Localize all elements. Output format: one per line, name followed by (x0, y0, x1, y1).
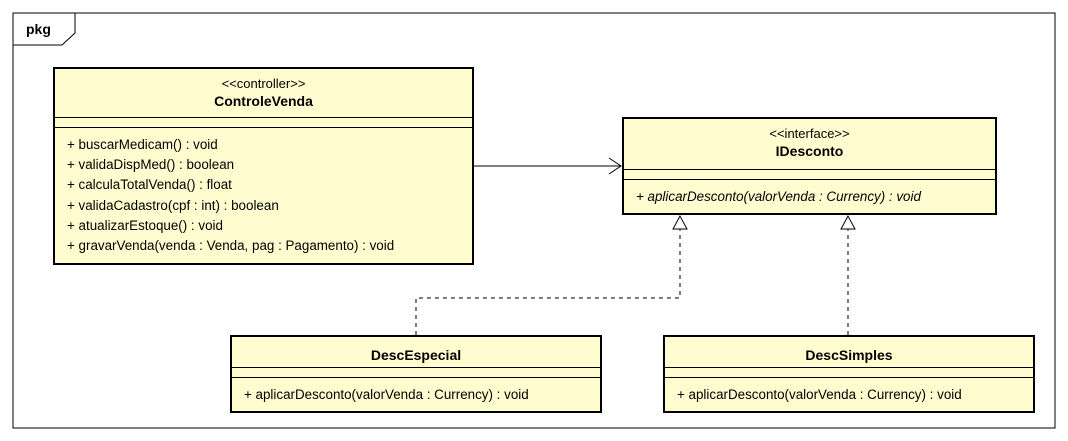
operation: + validaDispMed() : boolean (67, 157, 235, 173)
compartment-divider (624, 179, 995, 180)
package-tab (13, 13, 76, 46)
class-idesconto[interactable]: <<interface>> IDesconto + aplicarDescont… (622, 117, 997, 215)
operation: + atualizarEstoque() : void (67, 217, 223, 233)
class-name: IDesconto (775, 143, 844, 159)
compartment-divider (665, 367, 1033, 368)
operation: + calculaTotalVenda() : float (67, 177, 232, 193)
class-name: ControleVenda (214, 93, 313, 109)
class-descespecial[interactable]: DescEspecial + aplicarDesconto(valorVend… (230, 335, 602, 413)
class-name: DescEspecial (370, 347, 462, 363)
class-stereotype: <<interface>> (769, 126, 850, 141)
operations-list: + aplicarDesconto(valorVenda : Currency)… (636, 187, 921, 207)
operation: + buscarMedicam() : void (67, 137, 218, 152)
operation: + aplicarDesconto(valorVenda : Currency)… (244, 387, 529, 402)
class-descsimples[interactable]: DescSimples + aplicarDesconto(valorVenda… (663, 335, 1035, 413)
compartment-divider (624, 169, 995, 170)
realization-arrowhead-descsimples (840, 214, 856, 230)
class-controleventa[interactable]: <<controller>> ControleVenda + buscarMed… (53, 67, 474, 265)
class-stereotype: <<controller>> (221, 76, 306, 91)
operation: + gravarVenda(venda : Venda, pag : Pagam… (67, 238, 395, 254)
class-name: DescSimples (805, 347, 893, 363)
operations-list: + aplicarDesconto(valorVenda : Currency)… (244, 385, 529, 405)
compartment-divider (55, 117, 472, 118)
operation: + validaCadastro(cpf : int) : boolean (67, 197, 279, 213)
operation: + aplicarDesconto(valorVenda : Currency)… (636, 189, 921, 204)
operation: + aplicarDesconto(valorVenda : Currency)… (677, 387, 962, 402)
realization-line-descespecial (415, 229, 681, 335)
compartment-divider (665, 377, 1033, 378)
operations-list: + aplicarDesconto(valorVenda : Currency)… (677, 385, 962, 405)
compartment-divider (232, 367, 600, 368)
package-frame (12, 12, 1056, 429)
association-arrowhead (608, 157, 622, 175)
compartment-divider (232, 377, 600, 378)
compartment-divider (55, 127, 472, 128)
package-label: pkg (26, 21, 51, 37)
operations-list: + buscarMedicam() : void + validaDispMed… (67, 135, 394, 256)
realization-arrowhead-descespecial (672, 214, 688, 230)
